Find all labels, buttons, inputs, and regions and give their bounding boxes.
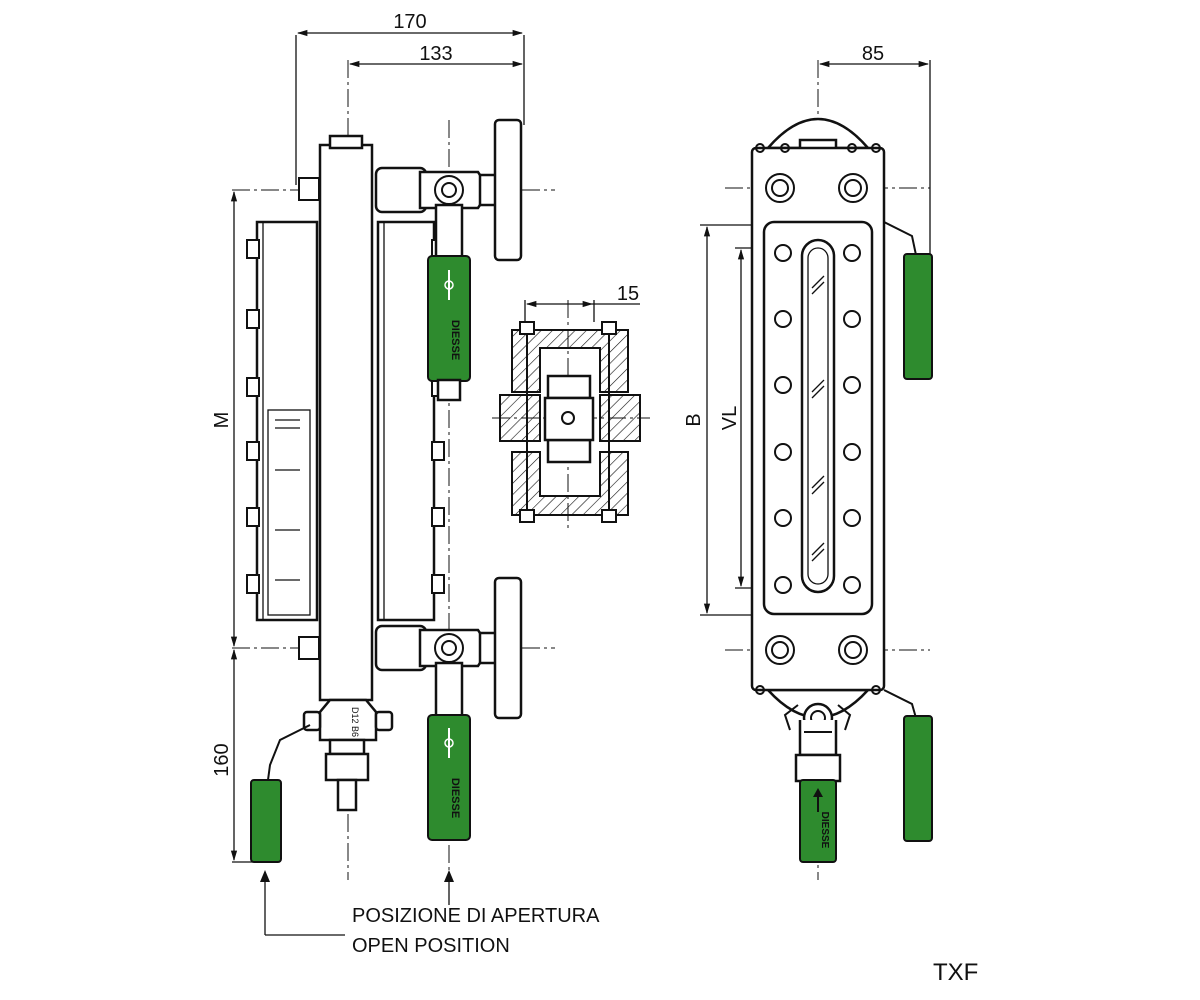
dimension-133-label: 133 (419, 43, 452, 65)
dimension-m: M (211, 190, 238, 648)
callout-line-1: POSIZIONE DI APERTURA (352, 905, 600, 927)
corner-bolts (755, 143, 881, 695)
section-view: 15 (492, 283, 650, 530)
drain-valve-label: D12 B6 (350, 707, 360, 737)
upper-plug (298, 177, 320, 201)
callout-line-2: OPEN POSITION (352, 935, 510, 957)
scale-plate-bolts (246, 239, 260, 594)
side-view: 85 B VL (683, 43, 933, 880)
lower-valve-handle (427, 714, 471, 841)
dimension-170: 170 (295, 11, 525, 185)
lower-valve: DIESSE (374, 576, 523, 841)
upper-handle-label: DIESSE (449, 320, 461, 360)
open-position-leaders (260, 870, 454, 936)
upper-cap (765, 117, 871, 150)
drain-handle (250, 779, 282, 863)
side-lower-handle (883, 689, 933, 842)
dimension-170-label: 170 (393, 11, 426, 33)
dimension-15: 15 (524, 283, 640, 322)
dimension-85-label: 85 (862, 43, 884, 65)
scale-plate (255, 220, 319, 622)
main-column (298, 134, 374, 702)
side-drain-valve: DIESSE (783, 702, 852, 863)
dimension-133: 133 (348, 43, 524, 68)
dimension-b-label: B (683, 413, 705, 426)
dimension-85: 85 (818, 43, 931, 255)
dimension-m-label: M (211, 412, 233, 429)
side-drain-handle-label: DIESSE (819, 812, 830, 849)
upper-flange (493, 118, 523, 262)
drain-valve: D12 B6 (250, 698, 394, 863)
dimension-15-label: 15 (617, 283, 639, 305)
sight-glass (800, 238, 836, 594)
cover-bolts (774, 244, 861, 594)
upper-valve: DIESSE (374, 118, 523, 402)
dimension-160-label: 160 (211, 743, 233, 776)
gauge-chamber (376, 220, 445, 622)
dimension-vl-label: VL (719, 406, 741, 430)
lower-handle-label: DIESSE (449, 778, 461, 818)
lower-plug (298, 636, 320, 660)
lower-flange (493, 576, 523, 720)
side-upper-handle (883, 221, 933, 380)
front-view: 170 133 M 160 (211, 11, 555, 936)
model-code: TXF (933, 959, 978, 986)
side-drain-handle (799, 779, 837, 863)
